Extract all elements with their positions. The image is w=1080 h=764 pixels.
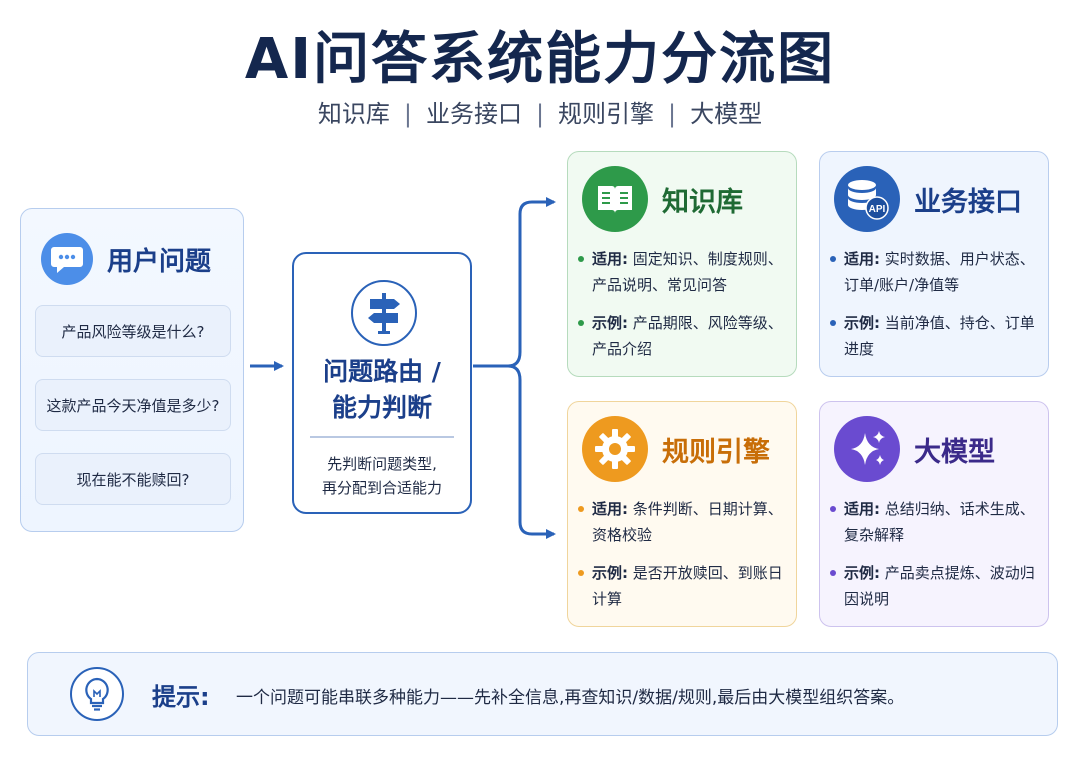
capability-body: 适用: 总结归纳、话术生成、复杂解释 示例: 产品卖点提炼、波动归因说明 — [830, 496, 1046, 624]
example-text: 是否开放赎回、到账日计算 — [592, 564, 783, 608]
subtitle-llm: 大模型 — [690, 100, 763, 128]
router-description: 先判断问题类型, 再分配到合适能力 — [294, 452, 470, 500]
subtitle-api: 业务接口 — [425, 100, 522, 128]
capability-header: 知识库 — [582, 166, 743, 232]
page-title: AI问答系统能力分流图 — [244, 27, 836, 92]
user-question-card: 用户问题 产品风险等级是什么? 这款产品今天净值是多少? 现在能不能赎回? — [20, 208, 244, 532]
arrow-branch-down — [507, 364, 556, 539]
question-item: 现在能不能赎回? — [35, 453, 231, 505]
bullet-dot — [578, 506, 584, 512]
capability-card-llm: 大模型 适用: 总结归纳、话术生成、复杂解释 示例: 产品卖点提炼、波动归因说明 — [819, 401, 1049, 627]
use-key: 适用: — [844, 500, 880, 518]
example-key: 示例: — [844, 564, 880, 582]
capability-title: 大模型 — [914, 436, 995, 468]
subtitle-rule: 规则引擎 — [558, 100, 655, 128]
user-question-title: 用户问题 — [107, 246, 212, 277]
capability-card-rule: 规则引擎 适用: 条件判断、日期计算、资格校验 示例: 是否开放赎回、到账日计算 — [567, 401, 797, 627]
capability-body: 适用: 条件判断、日期计算、资格校验 示例: 是否开放赎回、到账日计算 — [578, 496, 794, 624]
lightbulb-icon — [70, 667, 124, 721]
bullet-dot — [578, 570, 584, 576]
example-key: 示例: — [844, 314, 880, 332]
subtitle-separator: | — [403, 100, 412, 128]
subtitle-kb: 知识库 — [317, 100, 390, 128]
router-desc-line: 先判断问题类型, — [327, 455, 437, 473]
example-text: 产品期限、风险等级、产品介绍 — [592, 314, 783, 358]
arrow-branch-up — [507, 197, 556, 368]
book-icon — [582, 166, 648, 232]
database-api-icon: API — [834, 166, 900, 232]
capability-body: 适用: 实时数据、用户状态、订单/账户/净值等 示例: 当前净值、持仓、订单进度 — [830, 246, 1046, 374]
example-text: 产品卖点提炼、波动归因说明 — [844, 564, 1035, 608]
bullet-dot — [830, 320, 836, 326]
use-text: 总结归纳、话术生成、复杂解释 — [844, 500, 1035, 544]
bullet-dot — [830, 570, 836, 576]
router-title: 问题路由 / 能力判断 — [294, 354, 470, 426]
question-item: 产品风险等级是什么? — [35, 305, 231, 357]
capability-title: 知识库 — [662, 186, 743, 218]
svg-text:API: API — [869, 204, 886, 215]
router-card: 问题路由 / 能力判断 先判断问题类型, 再分配到合适能力 — [292, 252, 472, 514]
example-text: 当前净值、持仓、订单进度 — [844, 314, 1035, 358]
use-key: 适用: — [844, 250, 880, 268]
capability-header: API 业务接口 — [834, 166, 1022, 232]
router-title-line: 能力判断 — [331, 393, 432, 422]
capability-title: 规则引擎 — [662, 436, 770, 468]
page-subtitle: 知识库 | 业务接口 | 规则引擎 | 大模型 — [0, 94, 1080, 129]
hint-label: 提示: — [152, 683, 210, 711]
subtitle-separator: | — [668, 100, 677, 128]
use-text: 实时数据、用户状态、订单/账户/净值等 — [844, 250, 1035, 294]
capability-title: 业务接口 — [914, 186, 1022, 218]
gear-icon — [582, 416, 648, 482]
capability-card-kb: 知识库 适用: 固定知识、制度规则、产品说明、常见问答 示例: 产品期限、风险等… — [567, 151, 797, 377]
router-desc-line: 再分配到合适能力 — [321, 479, 442, 497]
capability-body: 适用: 固定知识、制度规则、产品说明、常见问答 示例: 产品期限、风险等级、产品… — [578, 246, 794, 374]
signpost-icon — [351, 280, 417, 346]
question-item: 这款产品今天净值是多少? — [35, 379, 231, 431]
bullet-dot — [578, 320, 584, 326]
capability-header: 规则引擎 — [582, 416, 770, 482]
subtitle-separator: | — [535, 100, 545, 128]
use-text: 条件判断、日期计算、资格校验 — [592, 500, 783, 544]
sparkle-icon — [834, 416, 900, 482]
bullet-dot — [578, 256, 584, 262]
hint-bar: 提示: 一个问题可能串联多种能力——先补全信息,再查知识/数据/规则,最后由大模… — [27, 652, 1058, 736]
hint-text: 一个问题可能串联多种能力——先补全信息,再查知识/数据/规则,最后由大模型组织答… — [236, 688, 905, 708]
example-key: 示例: — [592, 314, 628, 332]
divider — [310, 436, 454, 438]
use-text: 固定知识、制度规则、产品说明、常见问答 — [592, 250, 783, 294]
capability-card-api: API 业务接口 适用: 实时数据、用户状态、订单/账户/净值等 示例: 当前净… — [819, 151, 1049, 377]
user-question-header: 用户问题 — [41, 233, 211, 285]
router-title-line: 问题路由 / — [323, 357, 441, 386]
capability-header: 大模型 — [834, 416, 995, 482]
use-key: 适用: — [592, 250, 628, 268]
use-key: 适用: — [592, 500, 628, 518]
bullet-dot — [830, 506, 836, 512]
bullet-dot — [830, 256, 836, 262]
example-key: 示例: — [592, 564, 628, 582]
chat-bubble-icon — [41, 233, 93, 285]
